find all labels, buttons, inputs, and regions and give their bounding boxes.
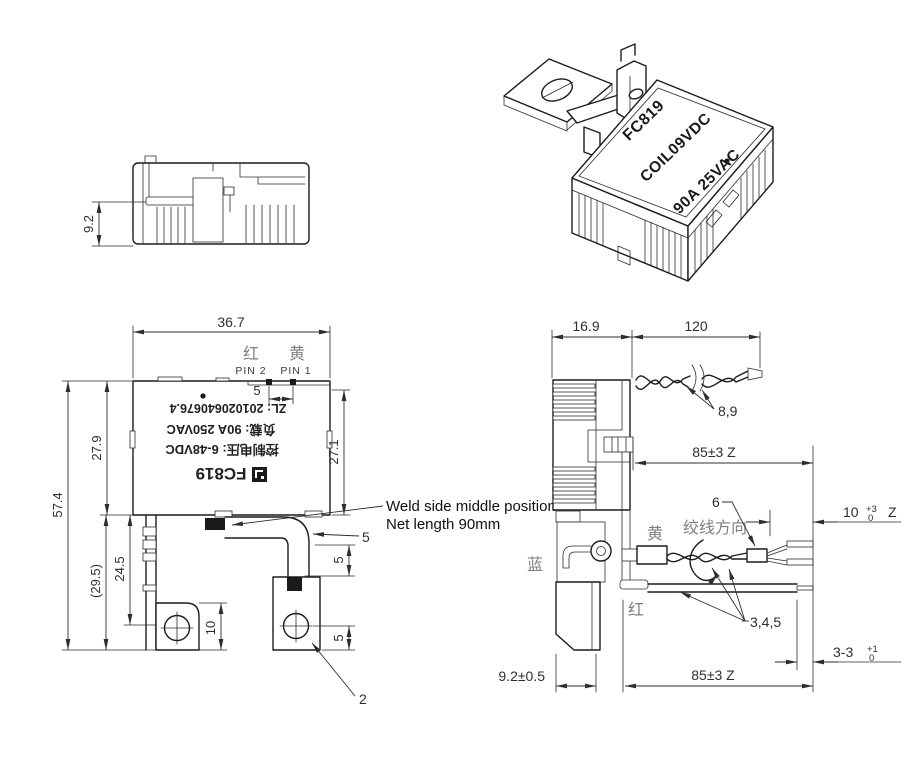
dim-weld-block: 5 xyxy=(304,544,356,577)
callout-strap-label: 5 xyxy=(362,529,370,545)
weld-note-line1: Weld side middle position xyxy=(386,498,556,515)
callout-3-4-5-label: 3,4,5 xyxy=(750,614,781,630)
dim-27-1-label: 27.1 xyxy=(326,439,341,464)
dim-hole-bottom-label: 5 xyxy=(331,634,346,641)
wire-color-red-label: 红 xyxy=(243,345,259,363)
callout-terminal-2: 2 xyxy=(311,642,367,707)
twist-direction-arrow xyxy=(689,539,718,585)
front-terminal-bracket xyxy=(142,514,321,651)
relay-front-label: ZL: 201020640676.4 负载: 90A 250VAC 控制电压: … xyxy=(165,401,287,483)
label-load-line: 负载: 90A 250VAC xyxy=(166,422,276,437)
wire-sleeve xyxy=(746,548,768,563)
dim-29-5-label: (29.5) xyxy=(88,564,103,598)
bent-strap-inner xyxy=(224,537,289,578)
wire-red-label: 红 xyxy=(628,601,644,619)
coil-wire-pair-top xyxy=(635,364,763,392)
dim-hole-center: 24.5 xyxy=(112,515,183,626)
yellow-wire-crimp xyxy=(636,545,668,565)
coil-pin-1 xyxy=(290,379,296,385)
relay-body-3d xyxy=(571,79,774,282)
twist-direction-label: 绞线方向 xyxy=(683,519,747,537)
dim-tip-value: 3-3 xyxy=(833,644,853,660)
weld-note: Weld side middle position Net length 90m… xyxy=(231,498,556,533)
view-front: 36.7 红 黄 PIN 2 PIN 1 5 ZL: 201020640676.… xyxy=(50,314,556,707)
relay-front-body xyxy=(129,376,333,518)
weld-note-line2: Net length 90mm xyxy=(386,516,500,533)
dim-hole-edge: 10 xyxy=(198,602,228,650)
mold-dot-front xyxy=(200,393,206,399)
view-isometric: FC819 COIL09VDC 90A 25VAC xyxy=(503,43,774,282)
side-terminal-bracket xyxy=(555,451,668,651)
stripped-tip-upper xyxy=(786,540,814,548)
coil-terminal-elbow xyxy=(562,545,592,569)
dim-tip-tol-plus: +1 xyxy=(867,644,878,655)
dim-body-height-right: 27.1 xyxy=(326,389,351,516)
dim-24-5-label: 24.5 xyxy=(112,556,127,581)
dim-pin-pitch-label: 5 xyxy=(253,383,260,398)
dim-16-9-label: 16.9 xyxy=(572,318,599,334)
dim-front-width: 36.7 xyxy=(132,314,331,379)
dim-36-7-label: 36.7 xyxy=(217,314,244,330)
label-zl-line: ZL: 201020640676.4 xyxy=(170,401,287,415)
relay-side-outline xyxy=(132,155,310,245)
callout-sleeve: 6 xyxy=(712,494,756,547)
label-voltage-line: 控制电压: 6-48VDC xyxy=(165,442,279,457)
weld-mark xyxy=(205,518,225,530)
dim-57-4-label: 57.4 xyxy=(50,492,65,517)
coil-pin-2 xyxy=(266,379,272,385)
mold-dot xyxy=(724,158,730,164)
callout-wires-345: 3,4,5 xyxy=(679,567,781,630)
view-top-side: 9.2 xyxy=(81,155,310,247)
dim-10-label: 10 xyxy=(203,621,218,635)
bottom-leg xyxy=(555,581,601,651)
pin1-label: PIN 1 xyxy=(280,365,311,377)
red-wire-stripped-tip xyxy=(796,585,814,591)
view-right-side: 16.9 120 8,9 xyxy=(498,318,902,693)
wire-yellow-label: 黄 xyxy=(647,525,663,543)
callout-8-9-label: 8,9 xyxy=(718,403,738,419)
dim-9-2-label: 9.2 xyxy=(81,215,96,233)
callout-6-label: 6 xyxy=(712,494,720,510)
dim-depth: 16.9 xyxy=(551,318,633,379)
bracket-small-hole xyxy=(628,88,644,100)
dim-weld-block-label: 5 xyxy=(331,556,346,563)
dim-side-height: 9.2 xyxy=(81,201,147,247)
label-brand: FC819 xyxy=(195,464,246,483)
dim-strip-suffix: Z xyxy=(888,504,897,520)
dim-upper-wire: 85±3 Z xyxy=(632,437,813,471)
dim-85-upper-label: 85±3 Z xyxy=(692,444,736,460)
weld-mark-2 xyxy=(287,577,302,591)
pin2-label: PIN 2 xyxy=(235,365,266,377)
dim-tip-length: 3-3 +1 0 xyxy=(775,599,902,671)
wire-blue-label: 蓝 xyxy=(527,556,543,574)
red-wire-crimp xyxy=(619,579,649,590)
dim-leg-width: 9.2±0.5 xyxy=(498,653,597,693)
callout-strap: 5 xyxy=(312,529,370,545)
dim-9-2-0-5-label: 9.2±0.5 xyxy=(498,668,545,684)
dim-lead-length: 120 xyxy=(632,318,761,369)
stripped-tip-lower xyxy=(786,558,814,566)
callout-coil-wires: 8,9 xyxy=(685,385,738,419)
dim-hole-bottom: 5 xyxy=(312,625,356,651)
dim-120-label: 120 xyxy=(684,318,708,334)
dim-strip-tol-minus: 0 xyxy=(868,513,873,524)
callout-2-label: 2 xyxy=(359,691,367,707)
bent-strap-outer xyxy=(224,516,310,578)
dim-strip-tol-plus: +3 xyxy=(866,504,877,515)
brand-logo-icon xyxy=(252,467,267,482)
dim-lower-wire: 85±3 Z xyxy=(622,599,813,693)
relay-side-body xyxy=(552,379,634,511)
dim-bracket-ref: (29.5) xyxy=(88,515,109,650)
dim-pin-pitch: 5 xyxy=(253,383,294,405)
dim-tip-tol-minus: 0 xyxy=(869,653,874,664)
dim-85-lower-label: 85±3 Z xyxy=(691,667,735,683)
dim-strip-length: 10 +3 0 Z xyxy=(746,504,902,537)
wire-color-yellow-label: 黄 xyxy=(289,345,305,363)
dim-27-9-label: 27.9 xyxy=(89,435,104,460)
dim-strip-value: 10 xyxy=(843,504,859,520)
